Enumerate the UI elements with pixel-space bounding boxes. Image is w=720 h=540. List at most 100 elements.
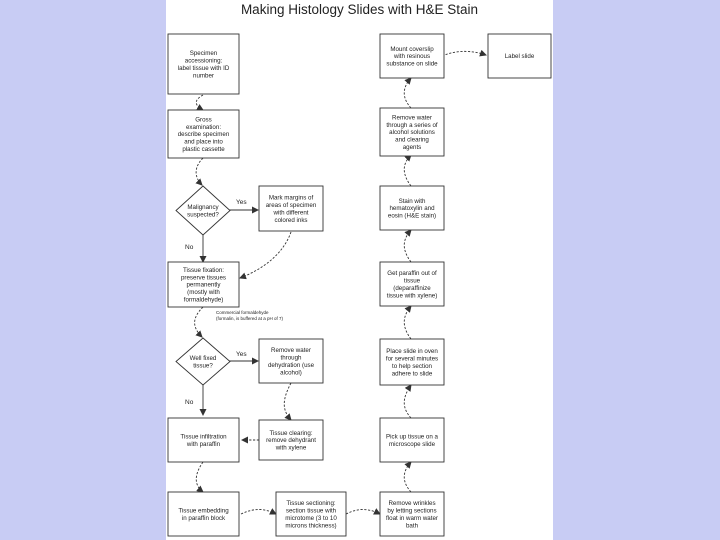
- process-box: [379, 107, 445, 157]
- node-n5: Tissue fixation:preserve tissuespermanen…: [167, 261, 240, 308]
- node-n15: Get paraffin out oftissue(deparaffinizet…: [379, 261, 445, 307]
- node-label-line: tissue?: [193, 362, 213, 369]
- node-label-line: alcohol): [280, 369, 302, 376]
- node-label-line: by letting sections: [387, 507, 436, 514]
- node-label-line: permanently: [186, 282, 221, 289]
- node-n11: Tissue sectioning:section tissue withmic…: [275, 491, 347, 537]
- process-box: [167, 417, 240, 463]
- node-label-line: areas of specimen: [266, 202, 317, 209]
- edge-embedding-to-sectioning: [240, 508, 277, 515]
- edge-sectioning-to-wrinkles: [345, 508, 381, 515]
- node-label-line: formaldehyde): [184, 296, 224, 303]
- node-label-line: colored inks: [274, 217, 307, 224]
- edge-gross-to-malignancy: [195, 157, 204, 186]
- node-label-line: preserve tissues: [181, 274, 226, 281]
- decision-diamond: [175, 337, 231, 386]
- edge-wrinkles-to-pickup: [403, 461, 412, 493]
- process-box: [167, 109, 240, 159]
- node-label-line: Mount coverslip: [390, 46, 434, 53]
- node-label-line: through: [281, 354, 303, 361]
- node-label-line: through a series of: [386, 122, 438, 129]
- edge-stain-to-removewater: [403, 154, 412, 187]
- node-label-line: (deparaffinize: [393, 285, 431, 292]
- edge-label-no-malignancy: No: [185, 244, 194, 251]
- process-box: [379, 491, 445, 537]
- node-label-line: label tissue with ID: [178, 65, 230, 72]
- node-label-line: accessioning:: [185, 57, 223, 64]
- node-label-line: in paraffin block: [182, 515, 226, 522]
- node-label-line: remove dehydrant: [266, 437, 316, 444]
- edge-label-yes-malignancy: Yes: [236, 199, 247, 206]
- process-box: [379, 261, 445, 307]
- node-label-line: Tissue clearing:: [269, 430, 312, 437]
- process-box: [379, 338, 445, 386]
- node-label-line: and place into: [184, 139, 223, 146]
- node-label-line: float in warm water: [386, 515, 438, 522]
- node-label-line: (mostly with: [187, 289, 220, 296]
- annotation-line-1: Commercial formaldehyde: [216, 310, 269, 315]
- node-label-line: Tissue infiltration: [180, 433, 227, 440]
- node-label-line: describe specimen: [178, 131, 230, 138]
- node-label-line: Remove water: [271, 347, 311, 354]
- process-box: [258, 185, 324, 232]
- formalin-annotation: Commercial formaldehyde (formalin, is bu…: [216, 310, 283, 321]
- edge-accession-to-gross: [195, 94, 204, 111]
- node-label-line: Place slide in oven: [386, 348, 438, 355]
- node-label-line: Label slide: [505, 53, 535, 60]
- edges: [194, 49, 487, 515]
- edge-fixation-to-wellfixed: [194, 306, 204, 338]
- node-label-line: alcohol solutions: [389, 129, 435, 136]
- node-label-line: Gross: [195, 116, 212, 123]
- node-label-line: bath: [406, 522, 419, 529]
- edge-infiltration-to-embedding: [195, 461, 204, 493]
- node-label-line: microscope slide: [389, 441, 436, 448]
- node-label-line: tissue with xylene): [387, 292, 438, 299]
- node-label-line: dehydration (use: [268, 362, 315, 369]
- edge-mount-to-label: [441, 49, 487, 57]
- node-label-line: Specimen: [190, 50, 218, 57]
- edge-deparaffinize-to-stain: [403, 229, 412, 263]
- node-label-line: Pick up tissue on a: [386, 433, 438, 440]
- node-label-line: eosin (H&E stain): [388, 213, 436, 220]
- edge-labels: Yes No Yes No: [185, 199, 247, 406]
- node-label-line: number: [193, 72, 214, 79]
- node-label-line: Stain with: [399, 198, 426, 205]
- node-label-line: microtome (3 to 10: [285, 515, 337, 522]
- node-label-line: with different: [273, 209, 309, 216]
- node-label-line: Well fixed: [190, 355, 217, 362]
- process-box: [167, 33, 240, 95]
- process-box: [258, 419, 324, 461]
- node-label-line: substance on slide: [386, 61, 438, 68]
- node-label-line: agents: [403, 144, 422, 151]
- node-label-line: with paraffin: [186, 441, 221, 448]
- edge-oven-to-deparaffinize: [403, 305, 412, 340]
- node-label-line: and clearing: [395, 137, 429, 144]
- node-label-line: Tissue fixation:: [183, 267, 224, 274]
- decision-diamond: [175, 185, 231, 236]
- node-label-line: tissue: [404, 277, 421, 284]
- flowchart: Yes No Yes No Commercial formaldehyde (f…: [167, 33, 552, 537]
- process-box: [379, 33, 445, 79]
- node-label-line: Remove wrinkles: [388, 500, 435, 507]
- node-label-line: with resinous: [393, 53, 430, 60]
- slide-page: Making Histology Slides with H&E Stain: [166, 0, 553, 540]
- process-box: [275, 491, 347, 537]
- node-label-line: section tissue with: [286, 507, 337, 514]
- edge-label-yes-wellfixed: Yes: [236, 351, 247, 358]
- node-label-line: plastic cassette: [182, 146, 225, 153]
- node-label-line: to help section: [392, 363, 432, 370]
- node-label-line: for several minutes: [386, 355, 438, 362]
